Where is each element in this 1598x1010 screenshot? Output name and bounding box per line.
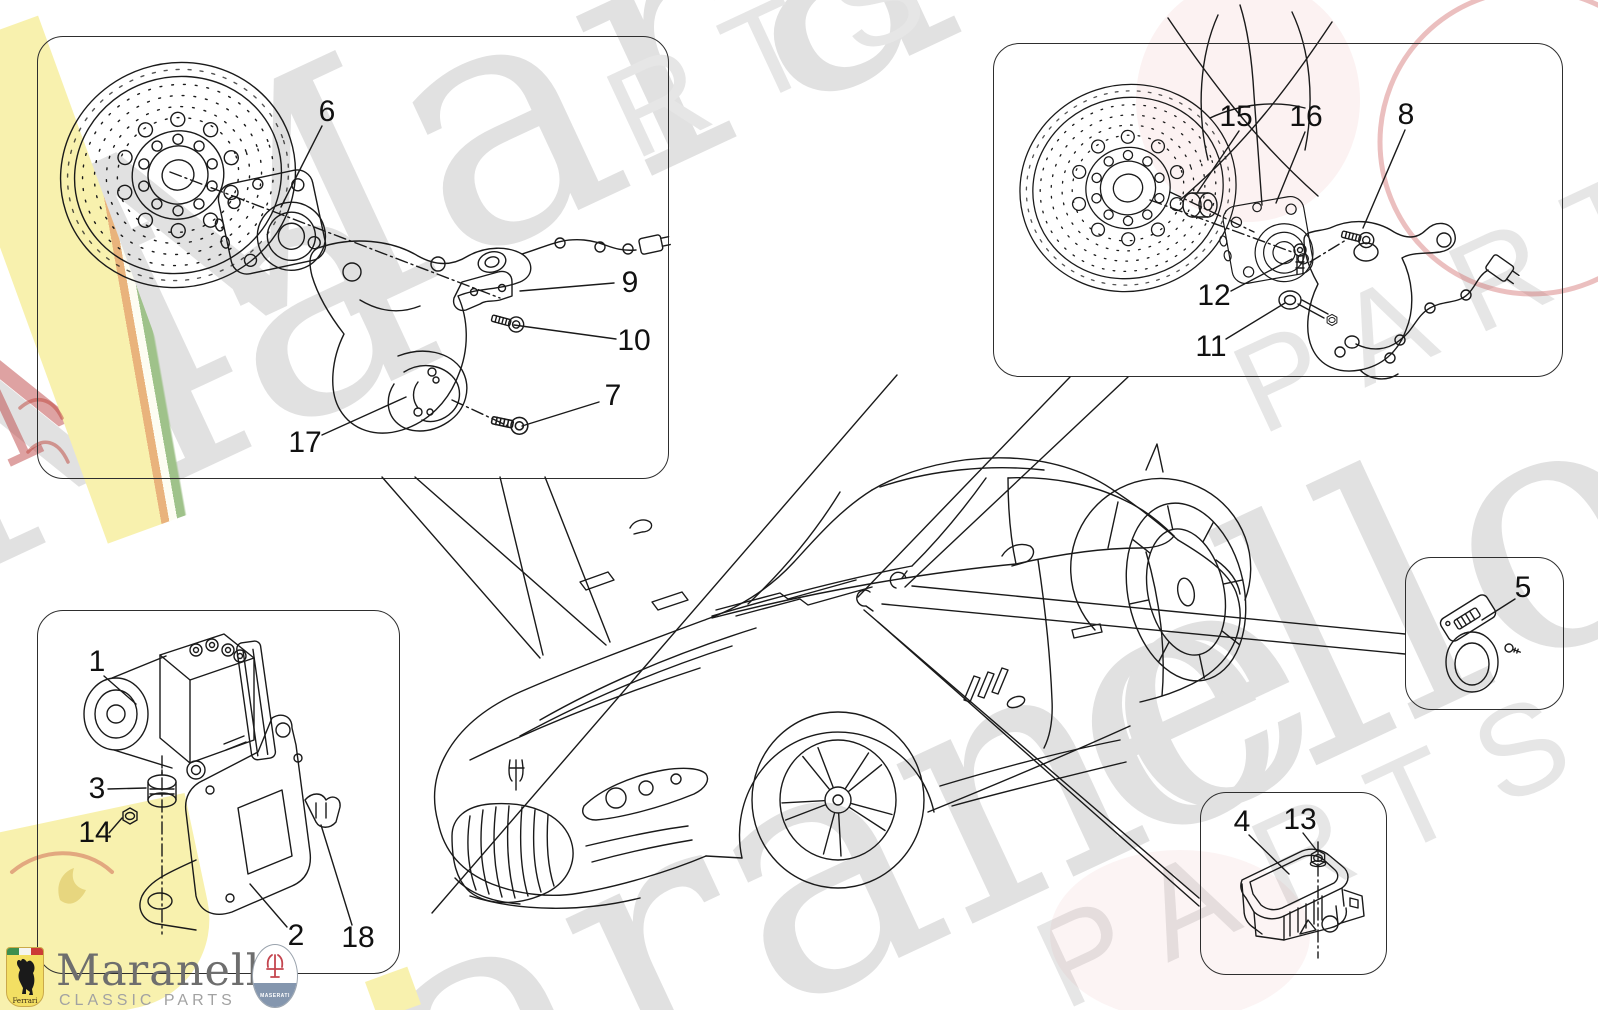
part-label-5: 5	[1514, 571, 1532, 604]
rear-abs-sensor-cable	[1344, 254, 1520, 350]
car-drawing	[433, 443, 1252, 909]
prancing-horse-icon	[17, 958, 35, 995]
brand-tagline: CLASSIC PARTS	[59, 992, 236, 1009]
maranello-classic-parts-logo: Ferrari Maranello CLASSIC PARTS MASERATI	[0, 938, 340, 1010]
shield-plate-part17	[403, 365, 461, 423]
sensor-bracket-part9	[452, 270, 513, 312]
part-label-10: 10	[617, 324, 651, 357]
part-label-16: 16	[1289, 100, 1323, 133]
front-steering-knuckle	[309, 240, 532, 434]
part-label-8: 8	[1397, 98, 1415, 131]
bolt-part10	[489, 310, 527, 335]
part-label-12: 12	[1197, 279, 1231, 312]
rear-brake-disc	[1019, 83, 1237, 293]
rear-wheel-hub	[1219, 195, 1314, 285]
callout-box-front-brake	[37, 36, 669, 479]
callout-box-rear-brake	[993, 43, 1563, 377]
shield-label: Ferrari	[12, 997, 38, 1005]
callout-box-control-module	[1200, 792, 1387, 975]
bolt-part12	[1293, 243, 1307, 275]
sensor-drawing-part5	[1439, 594, 1521, 693]
front-wheel-hub	[214, 169, 327, 275]
part-label-11: 11	[1195, 330, 1227, 363]
control-module-drawing	[1240, 832, 1365, 959]
part-label-18: 18	[341, 921, 375, 954]
part-number-leaders	[280, 125, 617, 436]
front-brake-drawing	[59, 61, 671, 437]
abs-unit-drawing	[83, 633, 353, 935]
part-label-2: 2	[287, 919, 305, 952]
bushing-part15	[1182, 192, 1218, 218]
maserati-oval-icon: MASERATI	[252, 944, 298, 1008]
callout-box-sensor	[1405, 557, 1564, 710]
part-label-6: 6	[318, 95, 336, 128]
part-label-17: 17	[288, 426, 322, 459]
part-number-leaders	[1196, 129, 1406, 340]
maserati-band	[253, 983, 297, 1007]
module-part4	[1240, 848, 1365, 941]
part-label-9: 9	[621, 266, 639, 299]
front-brake-disc	[59, 61, 297, 289]
part-label-7: 7	[604, 379, 622, 412]
part-label-14: 14	[78, 816, 112, 849]
ferrari-shield-icon: Ferrari	[6, 947, 44, 1007]
part-label-13: 13	[1283, 803, 1317, 836]
nut-part14	[122, 807, 138, 825]
rear-brake-drawing	[1019, 83, 1520, 380]
brand-name: Maranello	[56, 946, 288, 996]
part-label-1: 1	[88, 645, 106, 678]
part-number-leaders	[1248, 832, 1318, 875]
abs-bracket-part2	[139, 714, 312, 931]
abs-pump-part1	[83, 633, 277, 780]
rear-steering-knuckle	[1303, 220, 1456, 380]
part-label-4: 4	[1233, 805, 1251, 838]
italian-stripes	[7, 948, 43, 955]
bushing-part11	[1278, 290, 1338, 327]
box-leader-lines	[381, 374, 1406, 914]
bolt-part7	[489, 410, 531, 437]
callout-box-abs-unit	[37, 610, 400, 974]
clip-part18	[304, 793, 341, 828]
trident-icon	[266, 954, 284, 978]
front-abs-sensor-cable	[521, 234, 671, 255]
part-label-15: 15	[1219, 100, 1253, 133]
oval-label: MASERATI	[260, 993, 290, 999]
part-label-3: 3	[88, 772, 106, 805]
part-number-leaders	[103, 675, 353, 928]
